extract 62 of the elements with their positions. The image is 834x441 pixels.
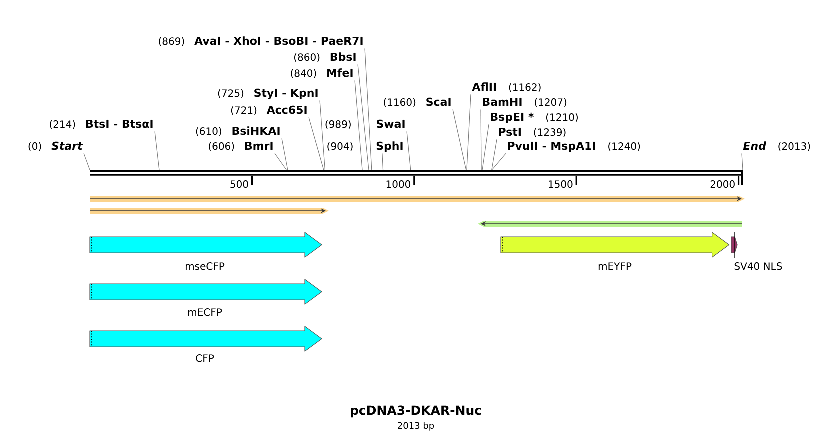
- enzyme-label: AflII: [472, 82, 496, 91]
- end-label: Start: [52, 142, 84, 150]
- leader-line: [358, 64, 370, 170]
- leader-line: [452, 109, 467, 170]
- leader-line: [154, 131, 160, 170]
- position-number: (1160): [384, 98, 416, 108]
- position-number: (1162): [509, 83, 541, 92]
- position-number: (1210): [546, 113, 578, 122]
- position-number: (1240): [608, 142, 640, 152]
- leader-line: [492, 153, 506, 170]
- enzyme-label: SwaI: [377, 120, 405, 128]
- position-number: (2013): [778, 142, 810, 152]
- sequence-line: [90, 170, 743, 176]
- leader-line: [466, 94, 472, 170]
- enzyme-label: Acc65I: [266, 106, 307, 114]
- enzyme-label: PvuII - MspA1I: [508, 142, 596, 152]
- position-number: (1239): [534, 128, 566, 138]
- leader-line: [282, 138, 288, 170]
- end-label: End: [743, 142, 767, 150]
- enzyme-label: ScaI: [426, 98, 451, 106]
- sequence-length: 2013 bp: [398, 422, 434, 431]
- leader-line: [320, 100, 326, 170]
- leader-line: [308, 117, 324, 170]
- position-number: (1207): [535, 98, 567, 108]
- leader-line: [482, 124, 490, 170]
- enzyme-label: BsiHKAI: [232, 126, 280, 136]
- leader-line: [382, 153, 384, 170]
- position-number: (860): [294, 53, 320, 62]
- enzyme-label: PstI: [499, 128, 521, 136]
- position-number: (0): [28, 142, 42, 152]
- enzyme-label: AvaI - XhoI - BsoBI - PaeR7I: [194, 36, 363, 46]
- leader-line: [742, 153, 744, 170]
- enzyme-label: BtsI - BtsαI: [86, 120, 153, 128]
- enzyme-label: BbsI: [330, 52, 356, 62]
- enzyme-label: BmrI: [245, 142, 273, 150]
- position-number: (725): [218, 89, 244, 98]
- position-number: (721): [231, 106, 257, 116]
- enzyme-label: MfeI: [328, 68, 353, 78]
- position-number: (904): [328, 142, 353, 152]
- leader-line: [274, 153, 287, 170]
- position-number: (989): [326, 120, 351, 130]
- enzyme-label: SphI: [376, 142, 403, 152]
- feature-label: CFP: [196, 354, 214, 362]
- feature-label: mECFP: [188, 308, 222, 316]
- feature-label: mEYFP: [598, 262, 632, 270]
- feature-label: SV40 NLS: [734, 262, 782, 270]
- leader-line: [480, 109, 482, 170]
- position-number: (606): [209, 142, 234, 152]
- leader-line: [354, 80, 363, 170]
- position-number: (840): [291, 69, 316, 78]
- leader-line: [84, 153, 90, 170]
- position-number: (610): [196, 127, 222, 136]
- enzyme-label: BamHI: [483, 98, 522, 106]
- enzyme-label: BspEI *: [491, 112, 534, 124]
- position-number: (214): [50, 120, 76, 130]
- enzyme-label: StyI - KpnI: [254, 88, 318, 100]
- position-number: (869): [159, 37, 184, 46]
- leader-line: [364, 48, 372, 170]
- feature-label: mseCFP: [186, 262, 225, 270]
- leader-line: [492, 139, 498, 170]
- leader-line: [406, 131, 412, 170]
- map-title: pcDNA3-DKAR-Nuc: [351, 406, 482, 418]
